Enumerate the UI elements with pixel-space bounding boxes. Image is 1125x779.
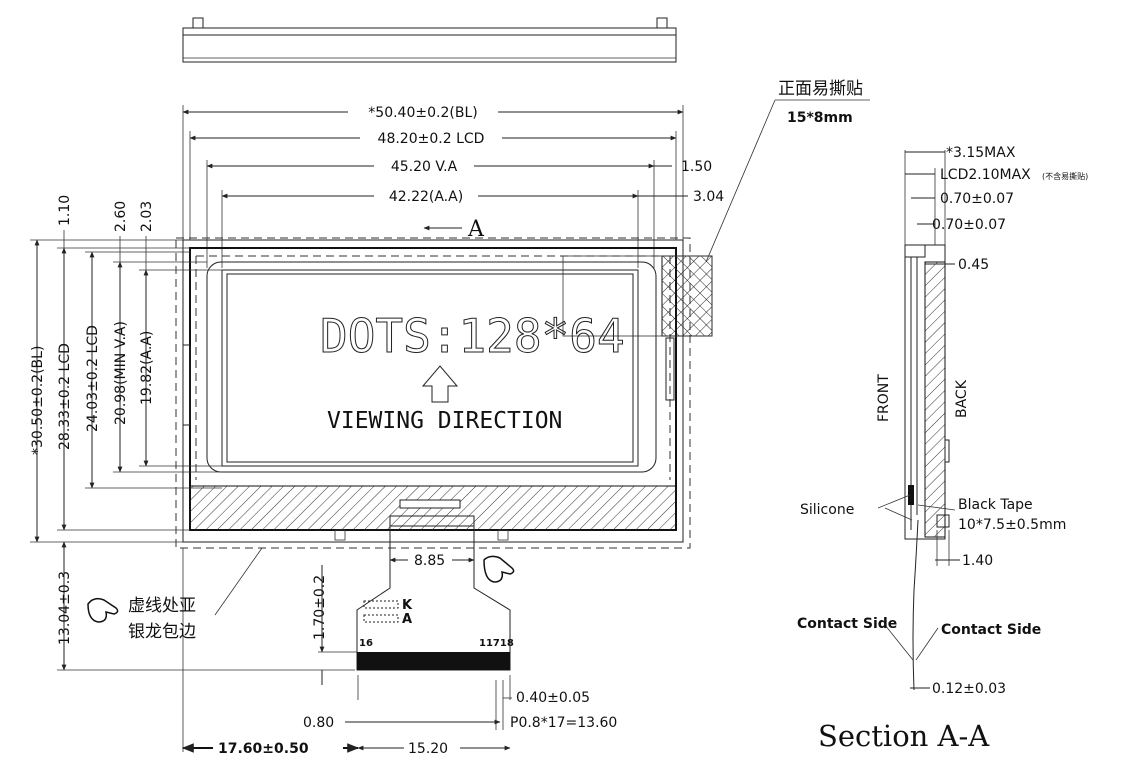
dashed-note-line1: 虚线处亚 xyxy=(128,596,196,616)
dim-edge-offset: 0.80 xyxy=(303,715,334,731)
dim-aa-width: 42.22(A.A) xyxy=(389,189,463,205)
display-dots-text: DOTS:128*64 xyxy=(320,309,625,363)
label-back: BACK xyxy=(954,379,970,418)
label-front: FRONT xyxy=(876,374,892,422)
dim-offset-1-10: 1.10 xyxy=(57,195,73,226)
viewing-direction-arrow xyxy=(421,365,459,403)
dim-tab: 1.40 xyxy=(962,553,993,569)
dim-pin-width: 0.40±0.05 xyxy=(516,690,590,706)
dim-bl-width: *50.40±0.2(BL) xyxy=(368,105,477,121)
left-dimension-labels: *30.50±0.2(BL) 28.33±0.2 LCD 24.03±0.2 L… xyxy=(30,195,328,645)
top-side-view xyxy=(182,17,677,63)
pin-label-16: 16 xyxy=(359,638,373,649)
dim-bl-height: *30.50±0.2(BL) xyxy=(30,346,46,455)
section-title: Section A-A xyxy=(818,719,990,753)
dim-offset-2-60: 2.60 xyxy=(113,201,129,232)
viewing-direction-label: VIEWING DIRECTION xyxy=(327,408,562,434)
dim-va-width: 45.20 V.A xyxy=(391,159,458,175)
dim-fpc-total: 15.20 xyxy=(408,741,448,757)
pin-label-1718: 11718 xyxy=(479,638,514,649)
dim-lcd-height: 28.33±0.2 LCD xyxy=(57,343,73,450)
dim-fpc-offset: 17.60±0.50 xyxy=(218,741,309,757)
peel-sticker-size: 15*8mm xyxy=(787,110,853,126)
dim-fpc-length: 13.04±0.3 xyxy=(57,571,73,645)
dim-thickness-max: *3.15MAX xyxy=(946,145,1016,161)
dim-glass-2: 0.70±0.07 xyxy=(932,217,1006,233)
dim-offset-1-50: 1.50 xyxy=(681,159,712,175)
dim-lcd-height-2: 24.03±0.2 LCD xyxy=(85,325,101,432)
pin-label-a: A xyxy=(402,612,412,627)
dim-gap: 0.45 xyxy=(958,257,989,273)
fpc-cable xyxy=(181,515,512,756)
dim-offset-2-03: 2.03 xyxy=(139,201,155,232)
dim-va-height: 20.98(MIN V.A) xyxy=(113,321,129,425)
dim-fpc-tail: 1.70±0.2 xyxy=(312,575,328,640)
left-dimensions xyxy=(30,230,355,671)
label-contact-side-right: Contact Side xyxy=(941,622,1041,638)
dim-lcd-thickness-note: (不含易撕贴) xyxy=(1042,171,1088,181)
pointing-hand-icon xyxy=(87,597,119,623)
dim-fpc-thickness: 0.12±0.03 xyxy=(932,681,1006,697)
dim-aa-height: 19.82(A.A) xyxy=(139,331,155,405)
section-view xyxy=(877,150,960,691)
dim-offset-3-04: 3.04 xyxy=(693,189,724,205)
label-silicone: Silicone xyxy=(800,502,854,518)
dim-pitch: P0.8*17=13.60 xyxy=(510,715,617,731)
dim-lcd-thickness: LCD2.10MAX xyxy=(940,167,1031,183)
section-marker-a: A xyxy=(467,217,485,242)
dim-glass-1: 0.70±0.07 xyxy=(940,191,1014,207)
dim-fpc-width: 8.85 xyxy=(414,553,445,569)
pin-label-k: K xyxy=(402,598,413,613)
peel-sticker-label: 正面易撕贴 xyxy=(778,79,863,99)
label-black-tape-size: 10*7.5±0.5mm xyxy=(958,517,1066,533)
dashed-note-line2: 银龙包边 xyxy=(128,622,196,642)
dim-lcd-width: 48.20±0.2 LCD xyxy=(378,131,485,147)
label-black-tape: Black Tape xyxy=(958,497,1033,513)
pointing-hand-icon xyxy=(483,555,515,583)
lcd-front-view xyxy=(175,237,713,549)
label-contact-side-left: Contact Side xyxy=(797,616,897,632)
top-dimensions xyxy=(182,103,688,268)
